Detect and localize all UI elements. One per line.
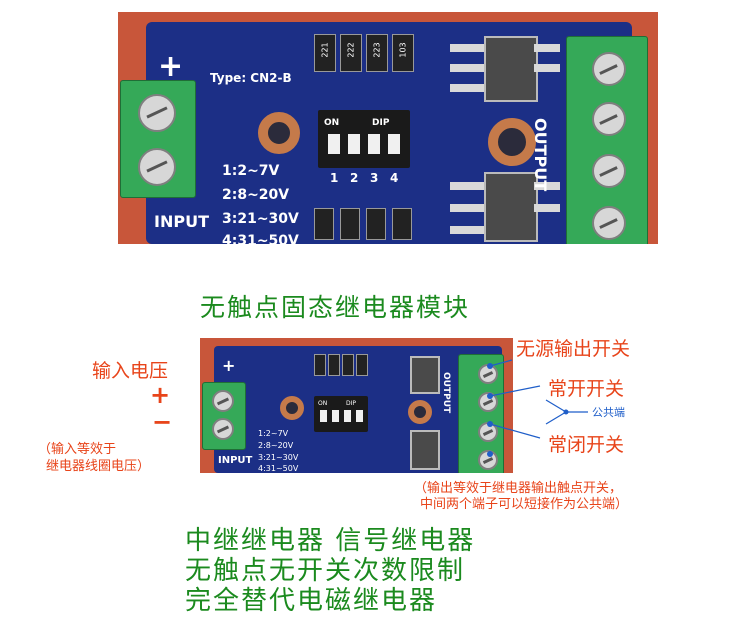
dip-number-1: 1	[330, 171, 339, 185]
range-small-4: 4:31~50V	[258, 464, 299, 473]
range-3: 3:21~30V	[222, 211, 299, 227]
dip-label: DIP	[372, 118, 390, 128]
dip-number-2: 2	[350, 171, 359, 185]
pointer-line-passive	[489, 359, 513, 367]
dip-label-small: DIP	[346, 400, 357, 407]
range-small-1: 1:2~7V	[258, 429, 289, 438]
pointer-line-closed	[489, 423, 541, 439]
resistor-small-3	[342, 354, 354, 376]
chip-pin	[534, 64, 560, 72]
pointer-line-common-bottom	[545, 411, 567, 425]
type-silk: Type: CN2-B	[210, 71, 292, 85]
dip-key-2[interactable]	[348, 134, 360, 154]
module-photo-small: + INPUT ON DIP 1:2~7V 2:8~20V 3:21~30V 4…	[200, 338, 513, 473]
passive-switch-label: 无源输出开关	[516, 338, 631, 360]
pointer-dot-common	[563, 409, 569, 415]
output-screw-1	[592, 52, 626, 86]
dip-key-small-2[interactable]	[332, 410, 339, 422]
pcb-board: + Type: CN2-B INPUT 221 222 223 103 ON D…	[120, 22, 648, 244]
lower-component-1	[314, 208, 334, 240]
relay-chip-small-bottom	[410, 430, 440, 470]
lower-component-2	[340, 208, 360, 240]
output-screw-3	[592, 154, 626, 188]
dip-number-4: 4	[390, 171, 399, 185]
input-note-line1: （输入等效于	[38, 442, 117, 457]
output-note-line1: （输出等效于继电器输出触点开关，	[414, 481, 623, 496]
mounting-hole	[258, 112, 300, 154]
dip-key-small-4[interactable]	[356, 410, 363, 422]
minus-sign: −	[152, 408, 173, 436]
chip-pin	[450, 84, 484, 92]
output-screw-small-2	[478, 392, 498, 412]
module-photo-large: + Type: CN2-B INPUT 221 222 223 103 ON D…	[118, 12, 658, 244]
feature-line-3: 完全替代电磁继电器	[185, 586, 438, 616]
input-voltage-label: 输入电压	[92, 360, 169, 382]
plus-silk: +	[158, 49, 184, 84]
chip-pin	[450, 226, 484, 234]
resistor-small-2	[328, 354, 340, 376]
resistor-4	[392, 34, 414, 72]
range-small-2: 2:8~20V	[258, 441, 294, 450]
mounting-hole-center	[488, 118, 536, 166]
resistor-small-4	[356, 354, 368, 376]
common-label: 公共端	[592, 406, 625, 419]
range-small-3: 3:21~30V	[258, 453, 299, 462]
dip-on-label-small: ON	[318, 400, 328, 407]
output-screw-2	[592, 102, 626, 136]
resistor-small-1	[314, 354, 326, 376]
input-screw-1	[138, 94, 176, 132]
pointer-dot-3	[487, 421, 493, 427]
plus-sign: +	[150, 381, 171, 409]
input-silk-small: INPUT	[218, 455, 253, 466]
input-silk: INPUT	[154, 212, 209, 231]
input-screw-small-1	[212, 390, 234, 412]
dip-key-small-1[interactable]	[320, 410, 327, 422]
lower-component-4	[392, 208, 412, 240]
input-screw-small-2	[212, 418, 234, 440]
feature-line-2: 无触点无开关次数限制	[185, 556, 466, 586]
dip-key-1[interactable]	[328, 134, 340, 154]
pointer-line-common-top	[545, 399, 567, 413]
lower-component-3	[366, 208, 386, 240]
chip-pin	[450, 64, 484, 72]
dip-key-4[interactable]	[388, 134, 400, 154]
relay-chip-small-top	[410, 356, 440, 394]
range-1: 1:2~7V	[222, 163, 280, 179]
output-screw-4	[592, 206, 626, 240]
relay-chip-top	[484, 36, 538, 102]
input-note-line2: 继电器线圈电压）	[46, 459, 151, 474]
pointer-line-open	[489, 385, 541, 397]
resistor-1	[314, 34, 336, 72]
resistor-2	[340, 34, 362, 72]
input-screw-2	[138, 148, 176, 186]
pcb-board-small: + INPUT ON DIP 1:2~7V 2:8~20V 3:21~30V 4…	[202, 346, 504, 473]
output-screw-small-4	[478, 450, 498, 470]
feature-line-1: 中继继电器 信号继电器	[185, 526, 476, 556]
dip-number-3: 3	[370, 171, 379, 185]
dip-key-small-3[interactable]	[344, 410, 351, 422]
pointer-dot-4	[487, 451, 493, 457]
mounting-hole-center-small	[408, 400, 432, 424]
mounting-hole-small	[280, 396, 304, 420]
chip-pin	[450, 204, 484, 212]
pointer-dot-1	[487, 363, 493, 369]
range-2: 2:8~20V	[222, 187, 290, 203]
chip-pin	[450, 44, 484, 52]
normally-open-label: 常开开关	[548, 378, 625, 400]
output-note-line2: 中间两个端子可以短接作为公共端）	[420, 497, 629, 512]
dip-on-label: ON	[324, 118, 340, 128]
plus-silk-small: +	[222, 356, 236, 375]
chip-pin	[450, 182, 484, 190]
chip-pin	[534, 182, 560, 190]
chip-pin	[534, 44, 560, 52]
relay-chip-bottom	[484, 172, 538, 242]
module-title: 无触点固态继电器模块	[200, 293, 471, 322]
chip-pin	[534, 204, 560, 212]
pointer-dot-2	[487, 393, 493, 399]
resistor-3	[366, 34, 388, 72]
range-4: 4:31~50V	[222, 233, 299, 244]
normally-closed-label: 常闭开关	[548, 434, 625, 456]
dip-key-3[interactable]	[368, 134, 380, 154]
